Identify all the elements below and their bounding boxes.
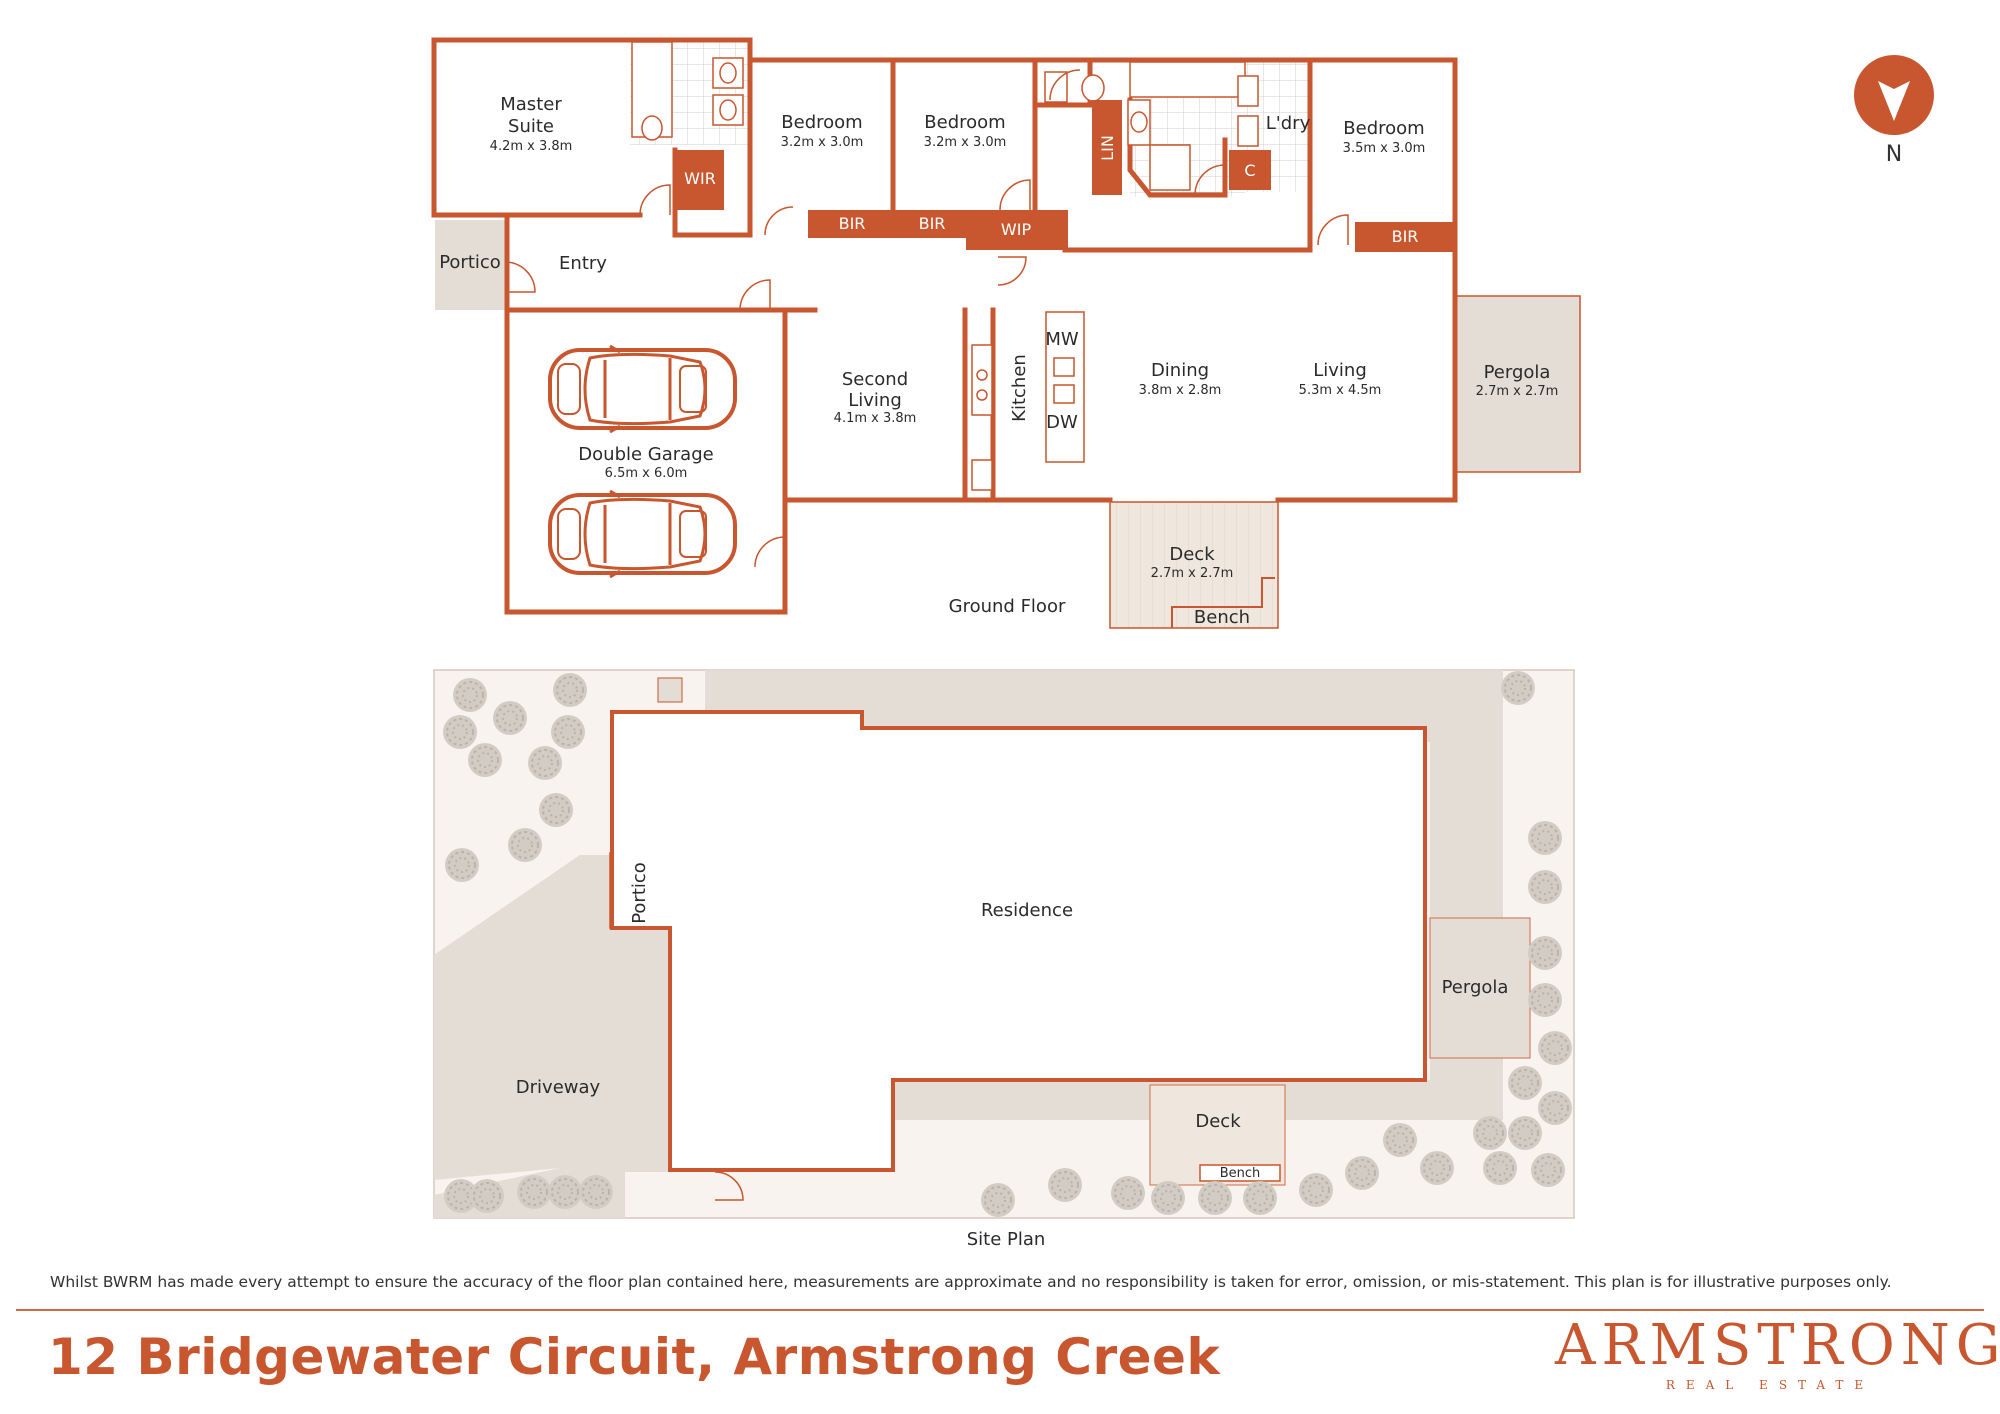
car-icon-2 bbox=[548, 489, 737, 579]
site-pergola-label: Pergola bbox=[1442, 977, 1509, 998]
deck-dims: 2.7m x 2.7m bbox=[1151, 566, 1234, 581]
wir-tag: WIR bbox=[684, 169, 716, 188]
wall-entry-south bbox=[504, 215, 748, 313]
bedroom-2-label: Bedroom bbox=[924, 112, 1005, 133]
master-suite-dims: 4.2m x 3.8m bbox=[490, 139, 573, 154]
living-label: Living bbox=[1313, 360, 1367, 381]
second-living-dims: 4.1m x 3.8m bbox=[834, 411, 917, 426]
master-suite-label-1: Master bbox=[500, 94, 562, 115]
ground-floor-plan: Master Suite 4.2m x 3.8m Bedroom 3.2m x … bbox=[431, 37, 1581, 629]
pergola-dims: 2.7m x 2.7m bbox=[1476, 384, 1559, 399]
site-bench-label: Bench bbox=[1220, 1166, 1261, 1181]
bir-tag-3: BIR bbox=[1392, 227, 1419, 246]
brand-subtitle: REAL ESTATE bbox=[1665, 1378, 1875, 1392]
bir-tag-2: BIR bbox=[919, 214, 946, 233]
bedroom-3-label: Bedroom bbox=[1343, 118, 1424, 139]
site-pergola-area bbox=[1429, 917, 1531, 1059]
site-gate bbox=[714, 1171, 744, 1201]
deck-bench bbox=[1171, 577, 1275, 628]
portico-label: Portico bbox=[439, 252, 501, 273]
compass-label: N bbox=[1885, 142, 1903, 167]
brand-logo: ARMSTRONG REAL ESTATE bbox=[1555, 1313, 2000, 1393]
site-plan: Residence Portico Driveway Pergola Deck … bbox=[433, 669, 1575, 1250]
bedroom-1-label: Bedroom bbox=[781, 112, 862, 133]
residence-outline bbox=[610, 710, 1427, 1172]
wall-wir bbox=[672, 57, 753, 238]
lin-tag: LIN bbox=[1098, 135, 1117, 161]
pergola-area bbox=[1454, 295, 1581, 473]
pergola-label: Pergola bbox=[1484, 362, 1551, 383]
outer-wall-north-east bbox=[431, 37, 1458, 503]
dw-label: DW bbox=[1046, 412, 1078, 433]
portico-area bbox=[435, 220, 505, 310]
ground-floor-title: Ground Floor bbox=[949, 596, 1066, 617]
bedroom-1-dims: 3.2m x 3.0m bbox=[781, 135, 864, 150]
deck-label: Deck bbox=[1169, 544, 1215, 565]
footer-divider bbox=[16, 1309, 1984, 1311]
laundry-label: L'dry bbox=[1266, 113, 1311, 134]
site-portico-label: Portico bbox=[629, 862, 650, 924]
brand-name: ARMSTRONG bbox=[1555, 1313, 2000, 1378]
tag-blocks bbox=[677, 100, 1455, 252]
entry-label: Entry bbox=[559, 253, 607, 274]
property-address: 12 Bridgewater Circuit, Armstrong Creek bbox=[48, 1328, 1221, 1386]
driveway-label: Driveway bbox=[516, 1077, 601, 1098]
double-garage-dims: 6.5m x 6.0m bbox=[605, 466, 688, 481]
residence-label: Residence bbox=[981, 900, 1073, 921]
bench-label: Bench bbox=[1194, 607, 1250, 628]
doors bbox=[504, 69, 1349, 568]
second-living-label-2: Living bbox=[848, 390, 902, 411]
c-tag: C bbox=[1244, 161, 1255, 180]
path-area bbox=[434, 855, 595, 1070]
living-dims: 5.3m x 4.5m bbox=[1299, 383, 1382, 398]
kitchen-label: Kitchen bbox=[1009, 354, 1030, 422]
site-deck-label: Deck bbox=[1195, 1111, 1241, 1132]
double-garage-label: Double Garage bbox=[578, 444, 713, 465]
bedroom-3-dims: 3.5m x 3.0m bbox=[1343, 141, 1426, 156]
bedroom-2-dims: 3.2m x 3.0m bbox=[924, 135, 1007, 150]
wall-bathroom bbox=[1127, 97, 1228, 198]
mw-label: MW bbox=[1045, 329, 1079, 350]
site-meter-box bbox=[657, 677, 683, 703]
second-living-label-1: Second bbox=[842, 369, 908, 390]
bir-tag-1: BIR bbox=[839, 214, 866, 233]
dining-label: Dining bbox=[1151, 360, 1209, 381]
site-plan-title: Site Plan bbox=[967, 1229, 1046, 1250]
garage-walls bbox=[504, 307, 968, 615]
car-icon bbox=[548, 344, 737, 434]
fixtures bbox=[631, 41, 1259, 491]
wip-tag: WIP bbox=[1001, 220, 1032, 239]
site-bench bbox=[1199, 1164, 1281, 1182]
master-suite-label-2: Suite bbox=[508, 116, 554, 137]
north-arrow-icon bbox=[1854, 55, 1934, 135]
disclaimer-text: Whilst BWRM has made every attempt to en… bbox=[50, 1273, 1892, 1291]
dining-dims: 3.8m x 2.8m bbox=[1139, 383, 1222, 398]
